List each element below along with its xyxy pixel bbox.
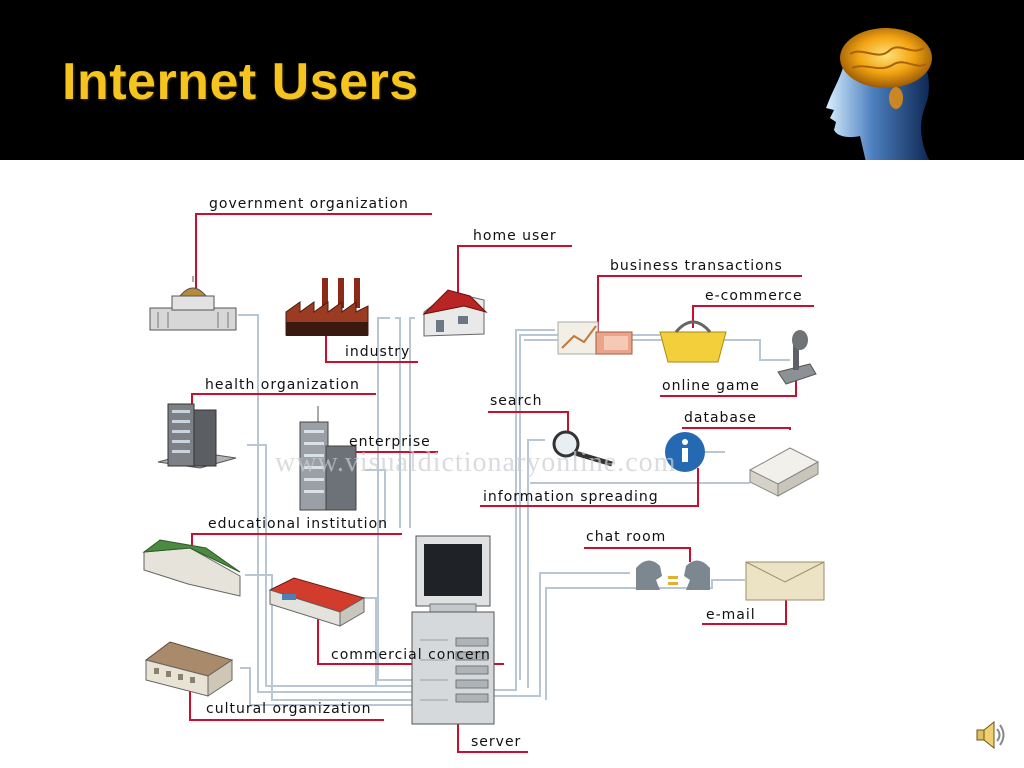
label-government-organization: government organization xyxy=(209,196,409,212)
envelope-icon xyxy=(745,561,825,601)
label-industry: industry xyxy=(345,344,411,360)
label-health-organization: health organization xyxy=(205,377,360,393)
brain-head-icon xyxy=(826,28,932,162)
chat-heads-icon xyxy=(636,560,710,590)
label-educational-institution: educational institution xyxy=(208,516,389,532)
info-icon xyxy=(665,432,705,472)
commercial-building-icon xyxy=(268,577,366,627)
label-chat-room: chat room xyxy=(586,529,667,545)
watermark: www.visualdictionaryonline.com xyxy=(275,447,677,478)
office-tower-icon xyxy=(299,406,357,511)
label-search: search xyxy=(490,393,543,409)
shopping-basket-icon xyxy=(659,320,727,363)
label-cultural-organization: cultural organization xyxy=(206,701,372,717)
label-database: database xyxy=(684,410,757,426)
house-icon xyxy=(422,289,488,337)
government-building-icon xyxy=(149,276,237,331)
slide-title: Internet Users xyxy=(62,53,419,111)
paper-stack-icon xyxy=(748,447,820,497)
joystick-icon xyxy=(777,330,817,385)
slide-header: Internet Users xyxy=(0,0,1024,162)
label-home-user: home user xyxy=(473,228,557,244)
label-e-commerce: e-commerce xyxy=(705,288,803,304)
server-computer-icon xyxy=(411,535,495,725)
label-commercial-concern: commercial concern xyxy=(331,647,491,663)
speaker-icon[interactable] xyxy=(974,718,1006,752)
label-server: server xyxy=(471,734,522,750)
factory-icon xyxy=(285,278,369,336)
museum-building-icon xyxy=(144,641,234,697)
label-business-transactions: business transactions xyxy=(610,258,783,274)
network-lines xyxy=(238,314,790,706)
school-building-icon xyxy=(142,539,241,597)
label-e-mail: e-mail xyxy=(706,607,756,623)
magnifying-glass-icon xyxy=(552,430,613,467)
label-enterprise: enterprise xyxy=(349,434,431,450)
hospital-building-icon xyxy=(157,403,237,469)
label-online-game: online game xyxy=(662,378,760,394)
business-chart-icon xyxy=(557,321,633,355)
label-information-spreading: information spreading xyxy=(483,489,659,505)
